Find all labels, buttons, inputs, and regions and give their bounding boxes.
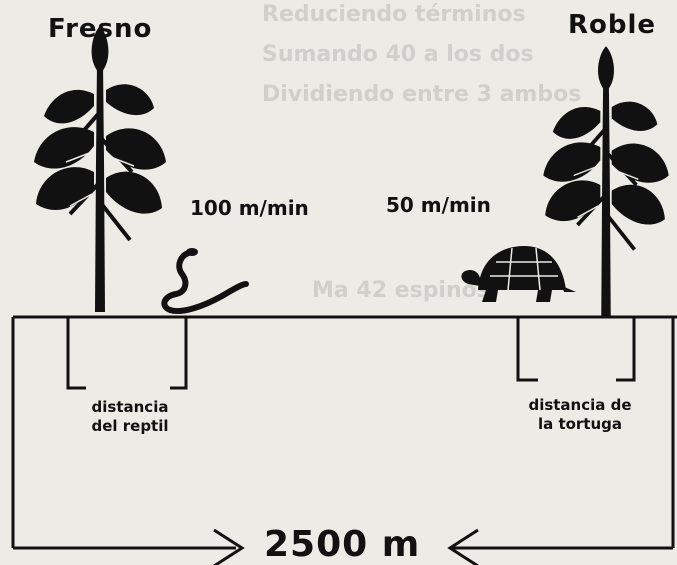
reptile-distance-label: distancia del reptil [60, 398, 200, 436]
tortoise-distance-label-line2: la tortuga [500, 415, 660, 434]
tortoise-speed-label: 50 m/min [386, 193, 491, 217]
reptile-distance-bracket [68, 317, 186, 388]
tortoise-distance-bracket [518, 317, 634, 380]
snake-icon [164, 252, 246, 311]
total-distance-label: 2500 m [264, 524, 420, 565]
reptile-distance-label-line2: del reptil [60, 417, 200, 436]
tortoise-icon [461, 246, 576, 302]
tortoise-distance-label: distancia de la tortuga [500, 396, 660, 434]
tortoise-distance-label-line1: distancia de [500, 396, 660, 415]
left-tree-label: Fresno [48, 14, 152, 44]
ash-tree-icon [34, 26, 166, 312]
right-tree-label: Roble [568, 10, 656, 40]
reptile-speed-label: 100 m/min [190, 196, 309, 220]
reptile-distance-label-line1: distancia [60, 398, 200, 417]
